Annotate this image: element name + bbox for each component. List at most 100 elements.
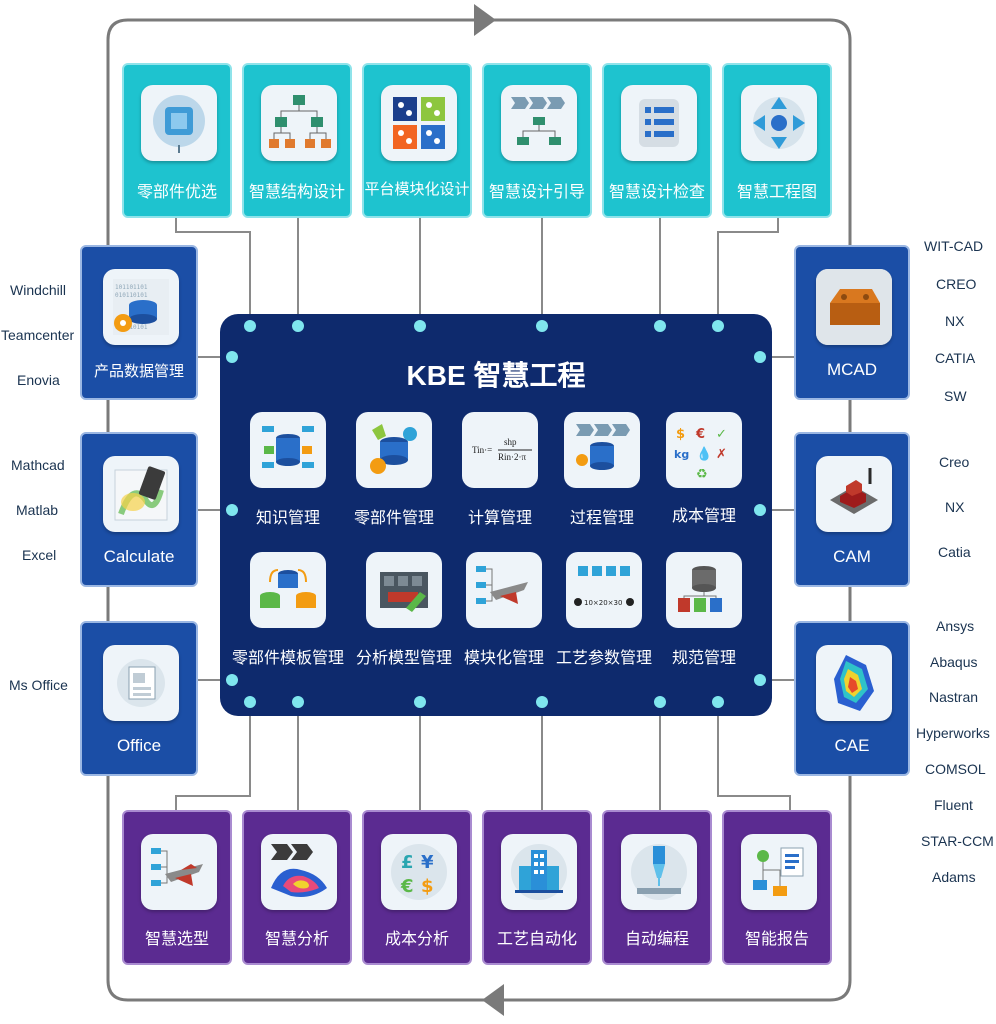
module-mcad[interactable]: MCAD	[794, 245, 910, 400]
flow-arrow-bottom	[482, 984, 504, 1016]
factory-building-icon	[501, 834, 577, 910]
center-item-label: 分析模型管理	[355, 648, 452, 667]
report-network-icon	[741, 834, 817, 910]
svg-text:$: $	[676, 427, 685, 442]
modular-management-icon[interactable]	[466, 552, 542, 628]
svg-text:kg: kg	[674, 448, 689, 461]
connector-dot	[536, 696, 548, 708]
center-item-label: 知识管理	[255, 508, 320, 527]
module-label: 自动编程	[624, 929, 689, 948]
connector-dot	[754, 504, 766, 516]
module-cost-analysis[interactable]: £¥€$ 成本分析	[362, 810, 472, 965]
module-smart-design-check[interactable]: 智慧设计检查	[602, 63, 712, 218]
design-guide-icon	[501, 85, 577, 161]
svg-text:10×20×30: 10×20×30	[584, 599, 622, 607]
software-label: Mathcad	[11, 457, 65, 473]
module-label: Calculate	[103, 547, 175, 566]
cost-management-icon[interactable]: $ € ✓ kg 💧 ✗ ♻	[666, 412, 742, 488]
checklist-icon	[621, 85, 697, 161]
software-label: Enovia	[17, 372, 60, 388]
connector-dot	[244, 696, 256, 708]
process-management-icon[interactable]	[564, 412, 640, 488]
module-label: CAE	[834, 736, 870, 755]
software-label: STAR-CCM	[921, 833, 994, 849]
software-label: Nastran	[929, 689, 979, 705]
software-label: Ms Office	[9, 677, 68, 693]
module-cam[interactable]: CAM	[794, 432, 910, 587]
parts-management-icon[interactable]	[356, 412, 432, 488]
software-label: Fluent	[934, 797, 973, 813]
module-label: 智慧设计引导	[488, 182, 585, 201]
software-label: Excel	[22, 547, 57, 563]
software-label: Matlab	[16, 502, 59, 518]
module-office[interactable]: Office	[80, 621, 198, 776]
module-smart-analysis[interactable]: 智慧分析	[242, 810, 352, 965]
module-cae[interactable]: CAE	[794, 621, 910, 776]
software-label: CATIA	[935, 350, 976, 366]
connector-dot	[414, 696, 426, 708]
connector-dot	[536, 320, 548, 332]
connector-dot	[712, 320, 724, 332]
module-platform-modular-design[interactable]: 平台模块化设计	[362, 63, 472, 218]
software-label: NX	[945, 499, 965, 515]
module-smart-design-guide[interactable]: 智慧设计引导	[482, 63, 592, 218]
parts-template-management-icon[interactable]	[250, 552, 326, 628]
document-icon	[103, 645, 179, 721]
module-smart-report[interactable]: 智能报告	[722, 810, 832, 965]
module-calculate[interactable]: Calculate	[80, 432, 198, 587]
module-label: CAM	[833, 547, 871, 566]
center-item-label: 过程管理	[569, 508, 634, 527]
svg-text:shp: shp	[504, 437, 517, 447]
center-item-label: 零部件管理	[353, 508, 434, 527]
svg-text:€: €	[695, 427, 705, 442]
software-label: SW	[944, 388, 967, 404]
svg-text:010110101: 010110101	[115, 292, 148, 299]
software-label: CREO	[936, 276, 977, 292]
module-parts-selection[interactable]: 零部件优选	[122, 63, 232, 218]
standards-management-icon[interactable]	[666, 552, 742, 628]
svg-text:110110101: 110110101	[115, 324, 148, 331]
module-label: Office	[116, 736, 162, 755]
svg-text:✗: ✗	[716, 447, 727, 462]
svg-text:✓: ✓	[716, 427, 727, 442]
software-label: Hyperworks	[916, 725, 990, 741]
flow-arrow-top	[474, 4, 496, 36]
svg-text:101101101: 101101101	[115, 284, 148, 291]
connector-dot	[712, 696, 724, 708]
process-parameter-management-icon[interactable]: 10×20×30	[566, 552, 642, 628]
module-label: 智慧结构设计	[248, 182, 345, 201]
svg-text:♻: ♻	[696, 467, 708, 482]
module-smart-structure-design[interactable]: 智慧结构设计	[242, 63, 352, 218]
software-label: Ansys	[936, 618, 975, 634]
analysis-model-management-icon[interactable]	[366, 552, 442, 628]
selection-aircraft-icon	[141, 834, 217, 910]
currency-icon: £¥€$	[381, 834, 457, 910]
software-label: Catia	[938, 544, 971, 560]
cae-analysis-icon	[816, 645, 892, 721]
module-smart-selection[interactable]: 智慧选型	[122, 810, 232, 965]
module-auto-programming[interactable]: 自动编程	[602, 810, 712, 965]
module-process-automation[interactable]: 工艺自动化	[482, 810, 592, 965]
svg-text:Tin·=: Tin·=	[472, 445, 492, 455]
module-smart-engineering-drawing[interactable]: 智慧工程图	[722, 63, 832, 218]
software-label: Abaqus	[930, 654, 978, 670]
connector-dot	[226, 351, 238, 363]
knowledge-management-icon[interactable]	[250, 412, 326, 488]
module-label: 智慧分析	[264, 929, 329, 948]
connector-dot	[414, 320, 426, 332]
svg-text:💧: 💧	[696, 446, 712, 462]
connector-dot	[226, 674, 238, 686]
connector-dot	[754, 351, 766, 363]
structure-tree-icon	[261, 85, 337, 161]
connector-dot	[292, 696, 304, 708]
module-label: 智能报告	[744, 929, 809, 948]
software-label: Adams	[932, 869, 976, 885]
module-label: 平台模块化设计	[364, 180, 470, 198]
svg-text:£: £	[401, 852, 414, 873]
svg-text:€: €	[400, 876, 414, 897]
center-item-label: 模块化管理	[463, 648, 544, 667]
